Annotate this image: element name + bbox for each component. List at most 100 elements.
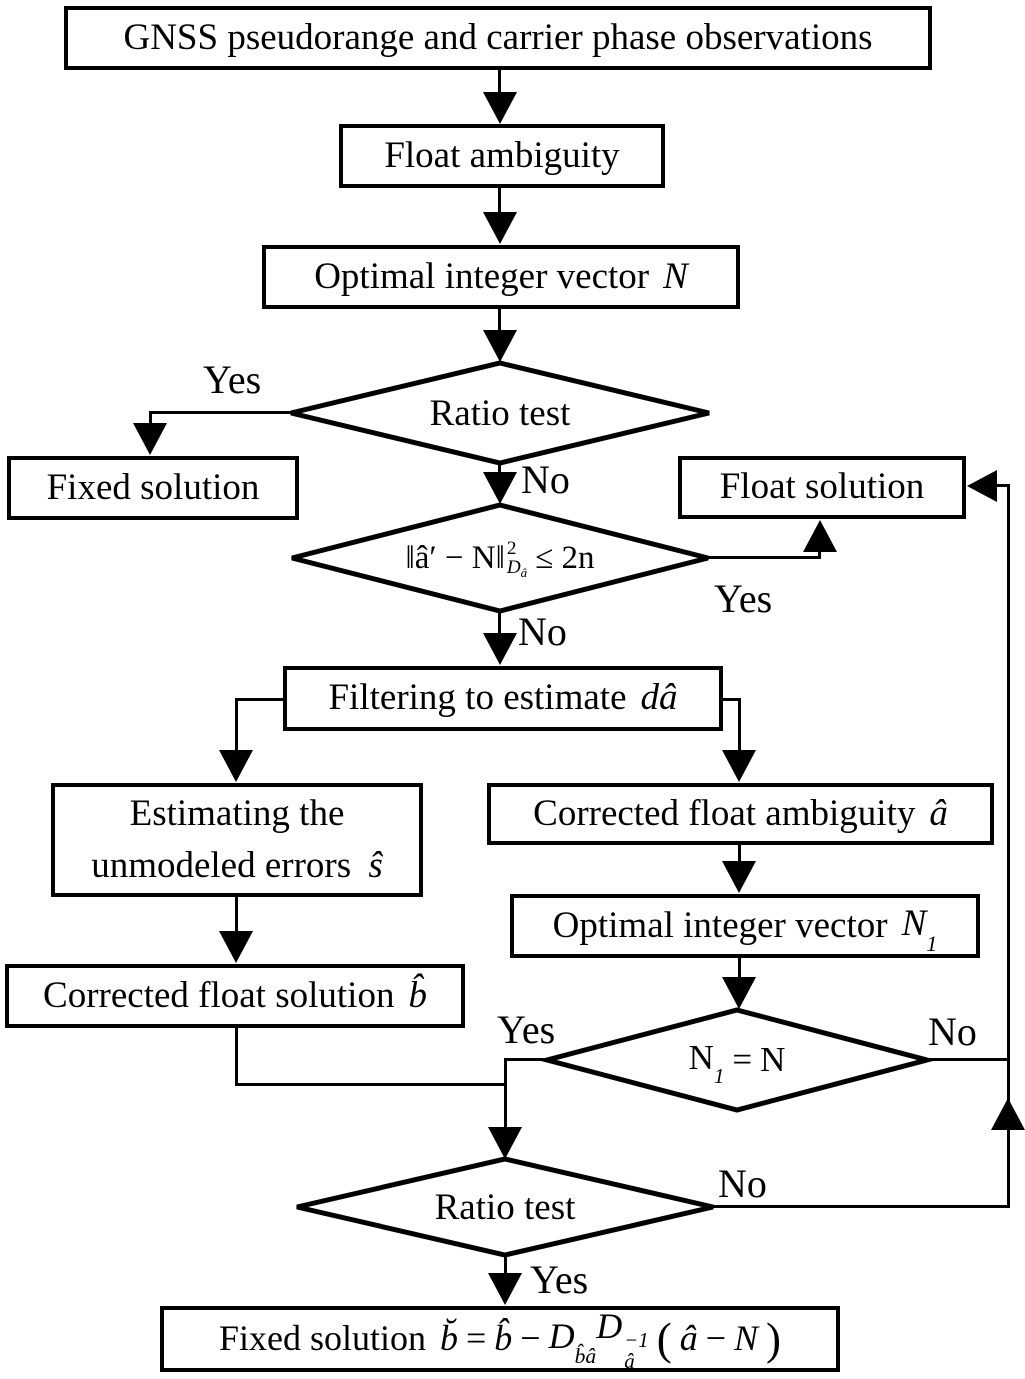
node-corrected-float-ambiguity: Corrected float ambiguity â (487, 783, 994, 845)
branch-label-norm-no: No (518, 609, 567, 654)
n1-test-equals: = (732, 1040, 753, 1079)
arrowhead-n1box-to-n1test (722, 977, 756, 1009)
arrowhead-norm-yes (803, 520, 837, 552)
arrowhead-feedback-up (991, 1098, 1025, 1130)
minus-sign: − (520, 1318, 541, 1359)
connector-feedback-vertical (1007, 485, 1010, 1207)
node-float-ambiguity-label: Float ambiguity (384, 134, 620, 176)
node-float-solution-label: Float solution (719, 466, 925, 508)
connector-filtering-right-h (721, 698, 741, 701)
node-filtering-label: Filtering to estimate (328, 677, 627, 719)
branch-label-ratio1-no: No (521, 457, 570, 502)
node-filtering-estimate-da: Filtering to estimate dâ (283, 666, 723, 731)
node-optimal-integer-vector-n: Optimal integer vector N (262, 245, 740, 309)
node-estimating-label: Estimating the unmodeled errors ŝ (91, 788, 383, 892)
node-corrected-solution-label: Corrected float solution (43, 974, 395, 1016)
connector-estimating-to-corrsol (235, 896, 238, 934)
connector-norm-no (498, 610, 501, 636)
norm-sub-d: D (506, 557, 521, 578)
norm-superscript: 2 (506, 537, 517, 559)
connector-optimaln-to-ratio1 (498, 309, 501, 332)
d2-subscript: â (624, 1349, 635, 1374)
math-symbol-n: N (663, 255, 688, 297)
math-symbol-b-hat-2: b̂ (494, 1318, 513, 1359)
node-optimal-n1-label: Optimal integer vector (552, 904, 888, 946)
node-float-ambiguity: Float ambiguity (339, 124, 665, 188)
branch-label-ratio1-yes: Yes (203, 357, 262, 402)
arrowhead-ratio1-yes (133, 423, 167, 455)
connector-corramb-to-n1box (738, 844, 741, 864)
equals-sign: = (465, 1318, 487, 1359)
connector-corrsol-right (235, 1083, 507, 1086)
math-symbol-a-hat: â (929, 792, 948, 834)
arrowhead-floatamb-to-optimaln (483, 212, 517, 244)
node-float-solution: Float solution (678, 456, 966, 519)
norm-sub-a-hat: â (520, 564, 528, 580)
connector-n1-no-h (925, 1058, 1010, 1061)
norm-relation: ≤ 2 (535, 539, 579, 576)
decision-ratio-test-1-label: Ratio test (429, 392, 571, 434)
arrowhead-filtering-left (219, 750, 253, 782)
decision-n1-equals-n: N1 = N (541, 1004, 933, 1116)
math-symbol-a-hat-2: â (679, 1318, 698, 1359)
decision-n1-equals-n-shape (541, 1007, 933, 1113)
n1-subscript: 1 (926, 930, 938, 956)
arrowhead-filtering-right (722, 750, 756, 782)
math-symbol-n1: N1 (901, 903, 938, 955)
node-fixed-solution-label: Fixed solution (46, 466, 260, 508)
decision-ratio-test-2: Ratio test (291, 1153, 719, 1261)
connector-corrsol-down (235, 1027, 238, 1086)
arrowhead-feedback-into-floatsolution (967, 470, 997, 502)
norm-n: n (578, 539, 595, 576)
d1-subscript: b̂â (574, 1344, 597, 1369)
connector-n1-yes-h (505, 1058, 549, 1061)
arrowhead-optimaln-to-ratio1 (483, 330, 517, 362)
estimating-line1: Estimating the (129, 793, 345, 835)
n1-test-n1-sub: 1 (713, 1064, 725, 1089)
arrowhead-gnss-to-floatamb (483, 92, 517, 124)
connector-floatamb-to-optimaln (498, 188, 501, 214)
math-symbol-s-hat: ŝ (368, 845, 383, 886)
node-estimating-unmodeled-errors: Estimating the unmodeled errors ŝ (51, 783, 423, 897)
connector-ratio2-no-h (713, 1205, 1010, 1208)
estimating-line2: unmodeled errors ŝ (91, 840, 383, 892)
connector-ratio1-yes-h (149, 411, 293, 414)
branch-label-ratio2-no: No (718, 1161, 767, 1206)
connector-ratio1-yes-v (149, 411, 152, 427)
math-symbol-da: dâ (640, 677, 678, 719)
node-fixed-solution2-label: Fixed solution (218, 1318, 426, 1359)
decision-ratio-test-2-label: Ratio test (434, 1186, 576, 1228)
decision-ratio-test-1: Ratio test (285, 357, 715, 469)
arrowhead-ratio2-yes (488, 1273, 522, 1305)
math-symbol-d-bhat-ahat: Db̂â (548, 1315, 597, 1368)
norm-subscript: Dâ (506, 557, 528, 580)
n1-test-n2: N (760, 1040, 786, 1079)
d1-base: D (548, 1315, 575, 1356)
arrowhead-merge-to-ratio2 (488, 1127, 522, 1159)
norm-expression: â′ − N (414, 539, 496, 576)
branch-label-norm-yes: Yes (714, 576, 773, 621)
node-gnss-observations-label: GNSS pseudorange and carrier phase obser… (123, 16, 873, 58)
right-paren: ) (766, 1314, 782, 1365)
connector-norm-yes-v (818, 548, 821, 558)
n1-test-n1-base: N (688, 1037, 714, 1077)
d2-base: D (596, 1305, 623, 1346)
minus-sign-2: − (705, 1318, 727, 1359)
math-symbol-b-breve: b̆ (439, 1318, 458, 1359)
n1-test-n1: N1 (688, 1037, 725, 1089)
connector-merge-to-ratio2 (504, 1058, 507, 1128)
math-symbol-b-hat: b̂ (408, 974, 427, 1016)
branch-label-n1-yes: Yes (497, 1007, 556, 1052)
arrowhead-norm-no (483, 633, 517, 665)
branch-label-n1-no: No (928, 1009, 977, 1054)
node-optimal-integer-vector-n1: Optimal integer vector N1 (510, 894, 980, 958)
n1-base: N (901, 903, 927, 945)
norm-right-bars: ‖ (495, 539, 505, 576)
connector-ratio1-no (498, 461, 501, 474)
norm-left-bars: ‖ (405, 539, 415, 576)
connector-norm-yes-h (707, 556, 821, 559)
